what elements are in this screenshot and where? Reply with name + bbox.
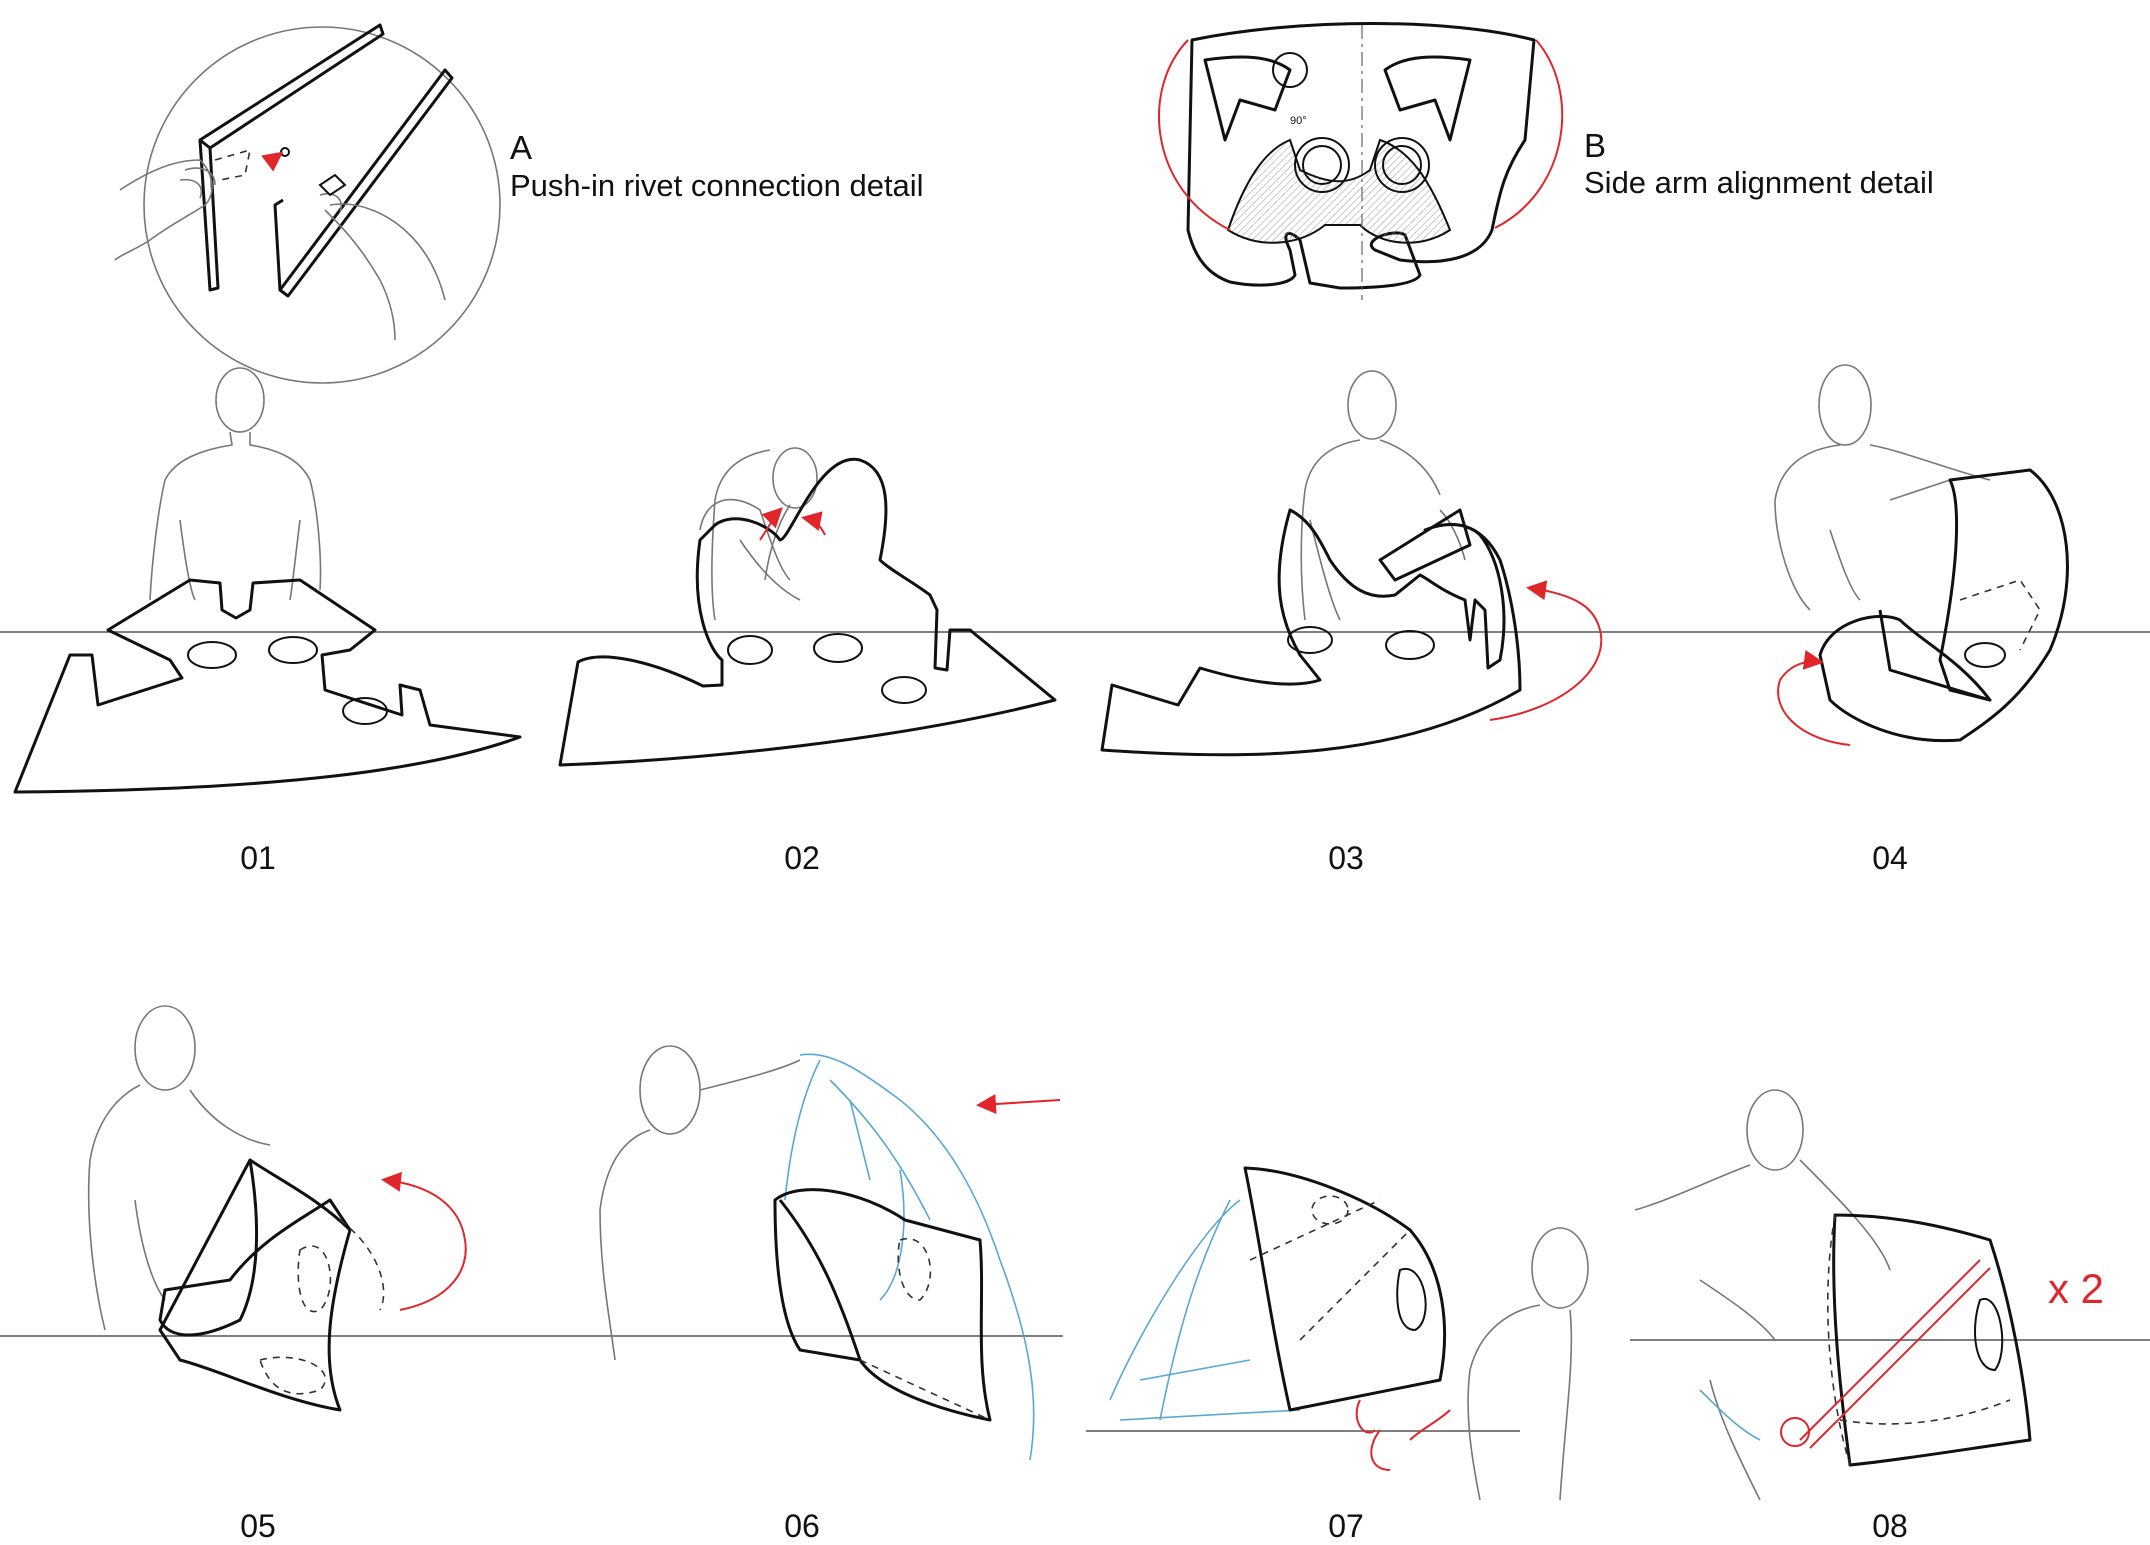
step-number-03: 03 <box>1328 840 1364 876</box>
step-number-05: 05 <box>240 1508 276 1544</box>
step-number-08: 08 <box>1872 1508 1908 1544</box>
step-number-06: 06 <box>784 1508 820 1544</box>
step-number-07: 07 <box>1328 1508 1364 1544</box>
detail-b-letter: B <box>1584 127 1607 164</box>
step-02-illustration <box>558 447 1057 767</box>
detail-b-illustration <box>1158 22 1564 300</box>
detail-a-caption: Push-in rivet connection detail <box>510 168 924 203</box>
detail-a-frame-circle <box>143 26 501 384</box>
step-number-01: 01 <box>240 840 276 876</box>
detail-a-letter: A <box>510 129 533 166</box>
detail-a-illustration <box>114 23 501 384</box>
step-05-illustration <box>87 1005 467 1412</box>
step-07-illustration <box>1109 1166 1589 1501</box>
step-06-illustration <box>599 1045 1061 1461</box>
step-01-illustration <box>13 367 522 794</box>
step-number-02: 02 <box>784 840 820 876</box>
detail-b-caption: Side arm alignment detail <box>1584 165 1934 200</box>
step-08-illustration <box>1634 1089 2032 1501</box>
multiplier-label: x 2 <box>2048 1265 2105 1312</box>
step-03-illustration <box>1100 370 1603 757</box>
step-number-04: 04 <box>1872 840 1908 876</box>
angle-note: 90° <box>1290 115 1307 127</box>
step-04-illustration <box>1774 364 2069 746</box>
